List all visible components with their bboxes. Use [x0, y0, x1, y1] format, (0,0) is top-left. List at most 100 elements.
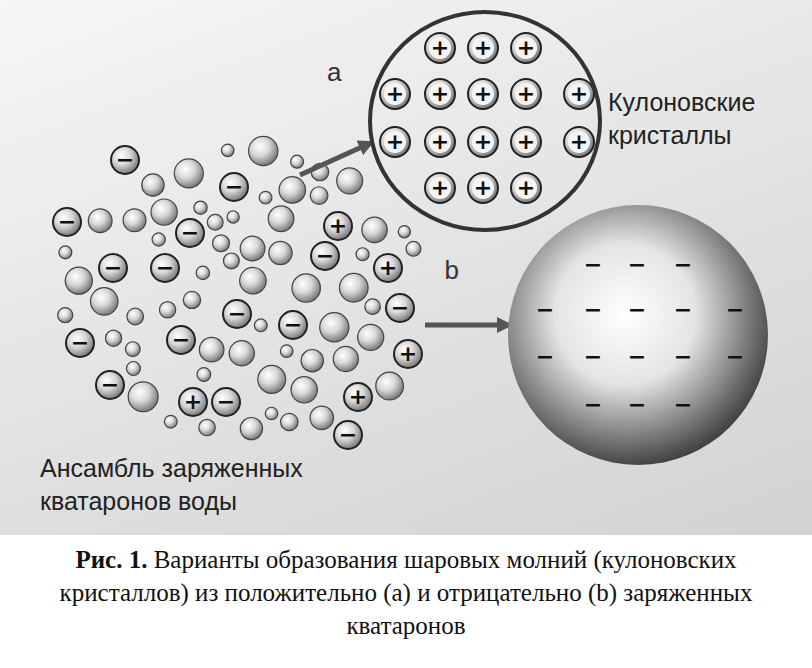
quataron-ball: [249, 136, 278, 165]
quataron-ball: [183, 291, 200, 308]
quataron-ball: [406, 241, 421, 256]
charge-sign: +: [425, 127, 455, 157]
charge-sign: −: [622, 390, 652, 420]
quataron-ball: [344, 383, 372, 411]
charge-sign: −: [668, 250, 698, 280]
quataron-ball: [425, 33, 455, 63]
charge-sign: +: [373, 253, 403, 283]
sphere-body: [508, 205, 768, 465]
charge-sign: +: [468, 79, 498, 109]
charge-sign: −: [622, 342, 652, 372]
quataron-ball: [66, 329, 94, 357]
quataron-ball: [223, 300, 251, 328]
quataron-ball: [339, 273, 368, 302]
charge-sign: −: [720, 342, 750, 372]
quataron-ball: [337, 168, 363, 194]
quataron-ball: [221, 144, 234, 157]
ball-lightning-sphere: −−−−−−−−−−−−−−−−: [508, 205, 768, 465]
charge-sign: −: [95, 370, 125, 400]
variant-letter: b: [445, 255, 459, 286]
charge-sign: +: [511, 33, 541, 63]
quataron-ball: [199, 419, 215, 435]
quataron-ball: [65, 267, 92, 294]
charge-sign: +: [178, 387, 208, 417]
quataron-ball: [564, 79, 594, 109]
quataron-ball: [96, 371, 124, 399]
charge-sign: +: [564, 79, 594, 109]
charge-sign: −: [65, 328, 95, 358]
quataron-ball: [220, 173, 248, 201]
charge-sign: +: [564, 127, 594, 157]
quataron-ball: [88, 209, 112, 233]
quataron-ball: [265, 407, 277, 419]
charge-sign: +: [468, 33, 498, 63]
charge-sign: +: [468, 173, 498, 203]
quataron-ball: [196, 266, 209, 279]
quataron-ball: [53, 208, 81, 236]
quataron-ball: [151, 254, 179, 282]
quataron-ball: [58, 308, 73, 323]
quataron-ball: [468, 79, 498, 109]
quataron-ball: [259, 191, 272, 204]
quataron-ball: [125, 342, 140, 357]
charge-sign: −: [385, 293, 415, 323]
charge-sign: −: [333, 420, 363, 450]
quataron-ball: [324, 212, 352, 240]
charge-sign: −: [166, 325, 196, 355]
charge-sign: +: [511, 173, 541, 203]
quataron-ball: [334, 421, 362, 449]
charge-sign: −: [211, 387, 241, 417]
quataron-ball: [380, 127, 410, 157]
quataron-ball: [374, 254, 402, 282]
quataron-ball: [511, 127, 541, 157]
quataron-ball: [398, 226, 410, 238]
quataron-ball: [213, 235, 230, 252]
quataron-ball: [511, 33, 541, 63]
quataron-ball: [333, 346, 358, 371]
quataron-ball: [468, 173, 498, 203]
quataron-ball: [380, 79, 410, 109]
quataron-ball: [356, 248, 369, 261]
charge-sign: −: [222, 299, 252, 329]
quataron-ensemble: −−−−+−−−+−−−−+−−++−−Ансамбль заряженных …: [35, 175, 425, 520]
quataron-ball: [123, 209, 146, 232]
quataron-ball: [254, 319, 267, 332]
charge-sign: −: [720, 295, 750, 325]
quataron-ball: [176, 219, 204, 247]
quataron-ball: [207, 214, 223, 230]
quataron-ball: [310, 187, 328, 205]
crystal-label: Кулоновские кристаллы: [608, 86, 808, 151]
figure-number: Рис. 1.: [75, 546, 147, 573]
quataron-ball: [229, 341, 254, 366]
quataron-ball: [468, 33, 498, 63]
charge-sign: +: [425, 33, 455, 63]
quataron-ball: [362, 217, 387, 242]
quataron-ball: [223, 253, 239, 269]
quataron-ball: [126, 362, 140, 376]
quataron-ball: [212, 388, 240, 416]
quataron-ball: [320, 313, 349, 342]
quataron-ball: [279, 311, 307, 339]
quataron-ball: [99, 254, 127, 282]
charge-sign: +: [380, 127, 410, 157]
charge-sign: −: [219, 172, 249, 202]
arrow: [425, 323, 508, 328]
charge-sign: +: [425, 173, 455, 203]
quataron-ball: [105, 330, 121, 346]
charge-sign: +: [511, 127, 541, 157]
ensemble-label: Ансамбль заряженных кватаронов воды: [40, 452, 360, 517]
quataron-ball: [310, 406, 334, 430]
quataron-ball: [197, 368, 211, 382]
quataron-ball: [151, 199, 177, 225]
charge-sign: −: [278, 310, 308, 340]
quataron-ball: [111, 146, 139, 174]
quataron-ball: [425, 79, 455, 109]
quataron-ball: [258, 365, 286, 393]
charge-sign: −: [98, 253, 128, 283]
charge-sign: −: [668, 295, 698, 325]
quataron-ball: [128, 382, 158, 412]
charge-sign: +: [343, 382, 373, 412]
quataron-ball: [301, 350, 323, 372]
quataron-ball: [240, 267, 267, 294]
charge-sign: +: [393, 339, 423, 369]
